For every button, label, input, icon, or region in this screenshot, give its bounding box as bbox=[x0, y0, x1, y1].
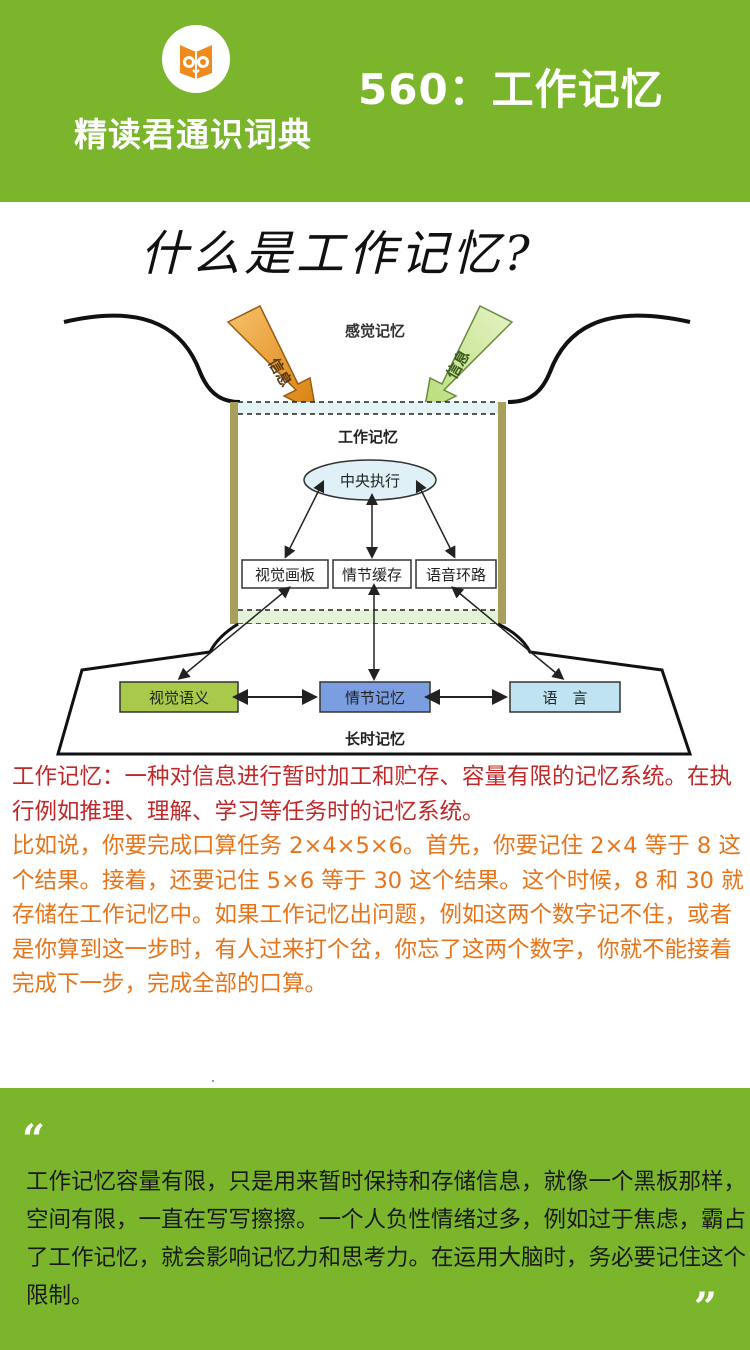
close-quote-icon: ” bbox=[694, 1284, 718, 1331]
long-term-memory-label: 长时记忆 bbox=[345, 730, 405, 748]
quote-panel bbox=[0, 1088, 750, 1350]
brand-name: 精读君通识词典 bbox=[74, 115, 312, 154]
info-arrow-left: 信息 bbox=[226, 304, 317, 414]
sensory-memory-boundary-left bbox=[63, 313, 241, 404]
svg-text:什么是工作记忆?: 什么是工作记忆? bbox=[140, 226, 534, 282]
header-banner bbox=[0, 0, 750, 202]
episodic-memory-box bbox=[319, 681, 431, 713]
visual-semantic-box bbox=[119, 681, 239, 713]
svg-text:视觉画板: 视觉画板 bbox=[255, 566, 315, 584]
open-quote-icon: “ bbox=[22, 1116, 46, 1163]
svg-text:语音环路: 语音环路 bbox=[426, 566, 486, 584]
visuospatial-sketchpad-box bbox=[241, 559, 329, 589]
svg-text:语 言: 语 言 bbox=[542, 689, 587, 707]
page-title: 560：工作记忆 bbox=[358, 65, 664, 114]
language-box bbox=[509, 681, 621, 713]
quote-text: 工作记忆容量有限，只是用来暂时保持和存储信息，就像一个黑板那样，空间有限，一直在… bbox=[26, 1169, 747, 1309]
svg-text:情节缓存: 情节缓存 bbox=[342, 566, 402, 584]
definition-text: 工作记忆：一种对信息进行暂时加工和贮存、容量有限的记忆系统。在执行例如推理、理解… bbox=[12, 764, 733, 825]
article-body: 工作记忆：一种对信息进行暂时加工和贮存、容量有限的记忆系统。在执行例如推理、理解… bbox=[12, 760, 746, 1002]
sensory-memory-boundary-right bbox=[507, 313, 691, 404]
handwritten-title: 什么是工作记忆? bbox=[140, 226, 534, 282]
stray-dot bbox=[212, 1080, 214, 1082]
info-arrow-right: 信息 bbox=[423, 304, 514, 414]
working-memory-diagram: 感觉记忆 信息 信息 工作记忆 中央执行 视觉画板 情节缓存 语音环路 视觉语义… bbox=[56, 304, 693, 756]
sensory-memory-label: 感觉记忆 bbox=[345, 322, 405, 340]
working-memory-label: 工作记忆 bbox=[338, 428, 398, 446]
svg-text:中央执行: 中央执行 bbox=[340, 472, 400, 490]
svg-text:情节记忆: 情节记忆 bbox=[345, 689, 405, 707]
owl-book-icon bbox=[162, 25, 230, 93]
example-text: 比如说，你要完成口算任务 2×4×5×6。首先，你要记住 2×4 等于 8 这个… bbox=[12, 833, 744, 997]
svg-text:视觉语义: 视觉语义 bbox=[149, 689, 209, 707]
